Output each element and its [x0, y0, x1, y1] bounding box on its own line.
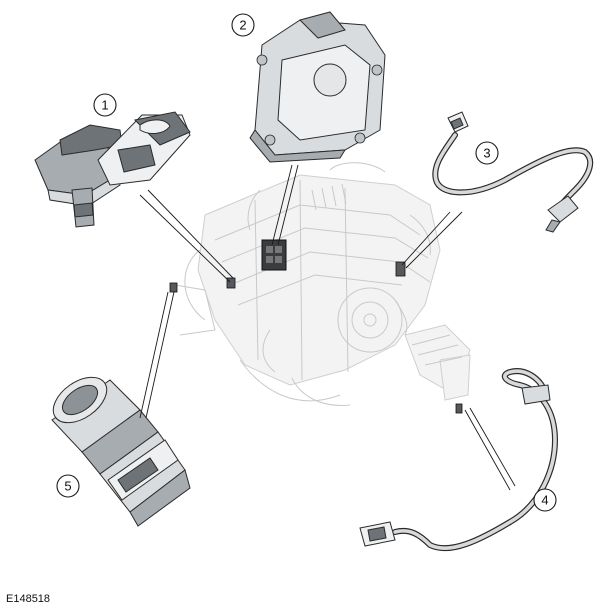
exhaust-ghost — [394, 299, 471, 401]
sensor-5-illustration — [51, 376, 191, 527]
module-2-illustration — [249, 11, 386, 163]
callout-3: 3 — [475, 141, 499, 165]
engine-ghost — [174, 162, 441, 406]
leader-lines — [139, 164, 516, 491]
callout-1-label: 1 — [101, 98, 108, 113]
callout-5-label: 5 — [64, 479, 71, 494]
callout-4-label: 4 — [541, 493, 548, 508]
sensor-3-illustration — [432, 111, 594, 233]
sensor-1-illustration — [34, 111, 191, 228]
callout-2: 2 — [231, 13, 255, 37]
sensor-4-illustration — [359, 368, 558, 552]
engine-mounted-module — [261, 239, 287, 271]
engine-sensor-marks — [169, 261, 463, 414]
figure-reference-id: E148518 — [6, 593, 51, 605]
callout-2-label: 2 — [239, 18, 246, 33]
callout-5: 5 — [56, 474, 80, 498]
callout-4: 4 — [533, 488, 557, 512]
callout-3-label: 3 — [483, 146, 490, 161]
callout-1: 1 — [93, 93, 117, 117]
